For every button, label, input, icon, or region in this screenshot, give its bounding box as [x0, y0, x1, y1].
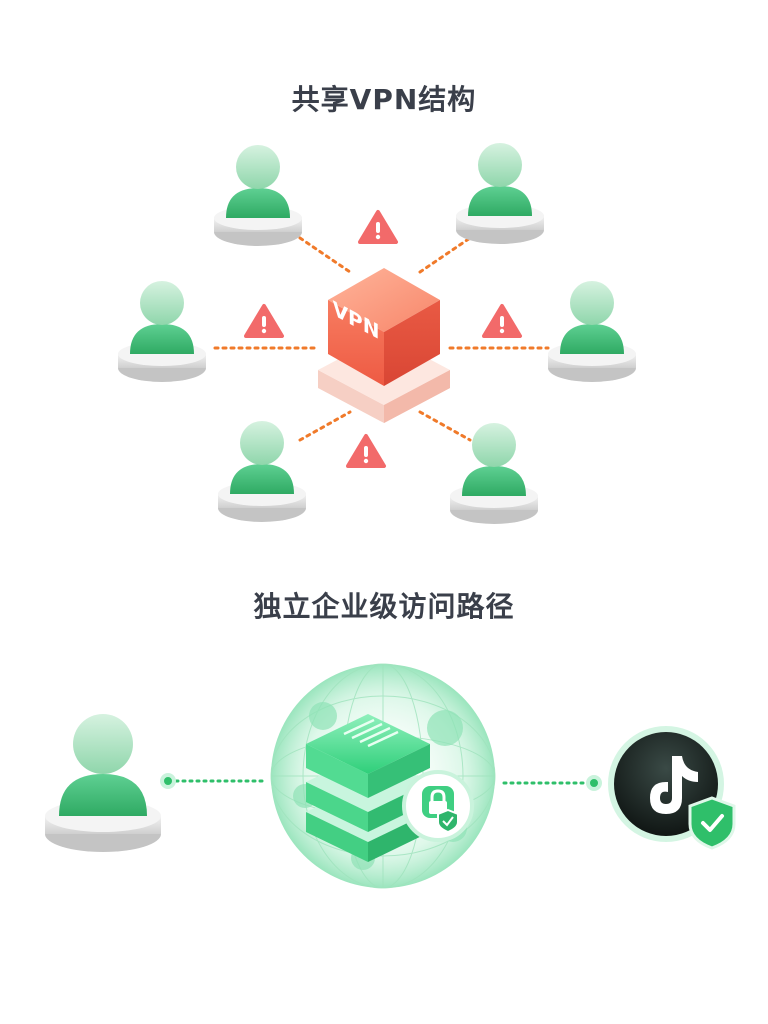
user-avatar-top-right	[456, 143, 544, 244]
warning-icon-left	[244, 304, 284, 338]
check-shield-icon	[688, 796, 736, 850]
user-avatar-bottom-right	[450, 423, 538, 524]
link-node-left	[160, 773, 176, 789]
link-top-right	[418, 236, 472, 274]
link-node-right	[586, 775, 602, 791]
warning-icon-bottom	[346, 434, 386, 468]
shared-vpn-title: 共享VPN结构	[291, 83, 477, 116]
link-bottom-right	[418, 410, 472, 442]
link-bottom-left	[298, 410, 352, 442]
vpn-hub: VPN	[318, 268, 450, 423]
user-avatar-dedicated	[45, 714, 161, 852]
user-avatar-mid-left	[118, 281, 206, 382]
user-avatar-bottom-left	[218, 421, 306, 522]
user-avatar-top-left	[214, 145, 302, 246]
lock-shield-icon	[402, 770, 474, 842]
user-avatar-mid-right	[548, 281, 636, 382]
link-top-left	[298, 236, 352, 274]
dedicated-path-title: 独立企业级访问路径	[253, 590, 515, 623]
warning-icon-right	[482, 304, 522, 338]
warning-icon-top	[358, 210, 398, 244]
